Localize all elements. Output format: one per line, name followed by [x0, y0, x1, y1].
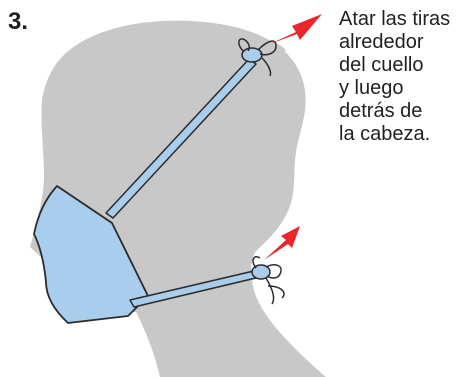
upper-knot — [238, 38, 277, 77]
instruction-line: Atar las tiras — [339, 8, 451, 30]
red-arrow-icon — [270, 14, 322, 44]
instruction-line: y luego — [339, 77, 404, 99]
instruction-line: alrededor — [339, 31, 424, 53]
instruction-line: detrás de — [339, 100, 423, 122]
lower-knot — [251, 256, 285, 305]
cloth-mask — [33, 185, 149, 324]
red-arrow-icon — [264, 226, 300, 260]
instruction-line: la cabeza. — [339, 123, 431, 145]
instruction-line: del cuello — [339, 54, 424, 76]
step-number: 3. — [8, 8, 29, 35]
instruction-text: Atar las tiras alrededor del cuello y lu… — [339, 8, 459, 146]
upper-tie — [105, 58, 257, 219]
